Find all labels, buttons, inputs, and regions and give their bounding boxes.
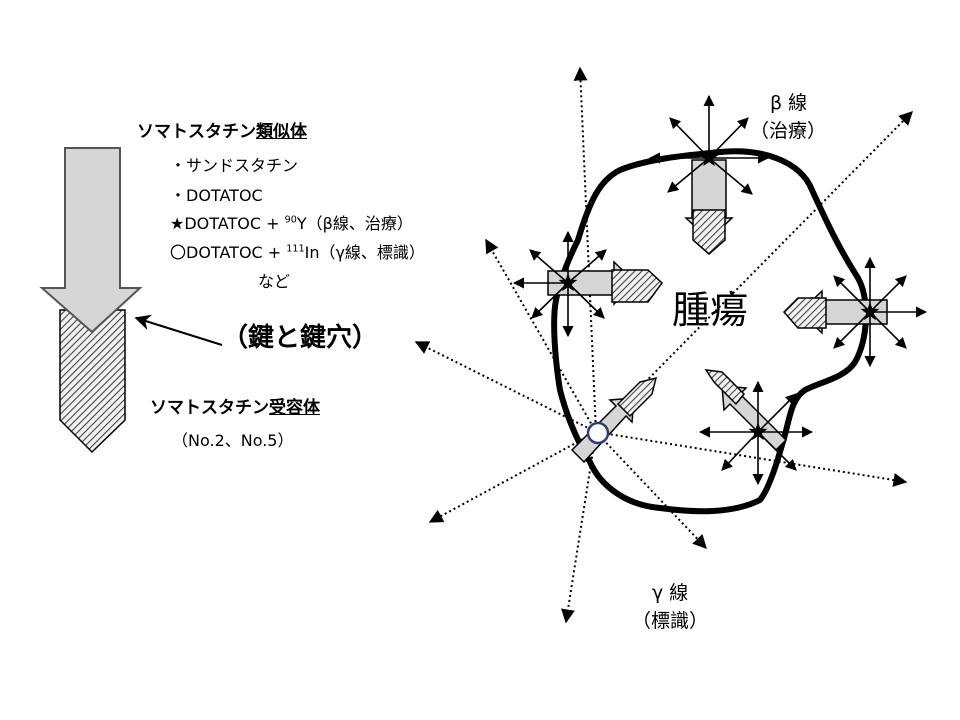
left-star-cluster [512, 230, 664, 338]
gamma-ray-purpose: （標識） [632, 610, 709, 632]
isotope-symbol: In [304, 243, 320, 262]
circle-marker: 〇 [170, 243, 187, 262]
item-note: （γ線、標識） [319, 243, 425, 262]
isotope-mass: 111 [286, 243, 305, 255]
receptor-title-part: ソマトスタチン [150, 398, 269, 418]
gamma-ray-label: γ 線 [652, 582, 689, 604]
star-marker: ★ [170, 214, 185, 233]
radiation-rays [414, 66, 913, 624]
list-item: ・サンドスタチン [170, 156, 298, 175]
beta-ray-purpose: （治療） [750, 120, 827, 142]
etc-label: など [258, 272, 291, 291]
item-name: DOTATOC + [186, 243, 287, 262]
isotope-mass: 90 [284, 214, 297, 226]
top-star-cluster [648, 94, 770, 255]
item-name: DOTATOC [186, 186, 263, 205]
bottom-right-star-cluster [698, 369, 814, 486]
circle-marker-cluster [570, 376, 658, 464]
item-name: サンドスタチン [186, 156, 299, 175]
right-star-cluster [782, 256, 928, 368]
item-name: DOTATOC + [184, 214, 285, 233]
analog-arrow [39, 147, 143, 334]
list-item: 〇DOTATOC + 111In（γ線、標識） [170, 243, 425, 262]
receptor-subtypes: （No.2、No.5） [172, 431, 294, 450]
list-item: ・DOTATOC [170, 186, 263, 205]
tumor-label: 腫瘍 [672, 288, 749, 332]
analog-title-part: ソマトスタチン [137, 122, 256, 142]
analog-title: ソマトスタチン類似体 [137, 122, 307, 142]
bullet-marker: ・ [170, 156, 187, 175]
list-item: ★DOTATOC + 90Y（β線、治療） [170, 214, 413, 233]
receptor-title-underlined: 受容体 [269, 398, 320, 418]
isotope-symbol: Y [296, 214, 307, 233]
bullet-marker: ・ [170, 186, 187, 205]
receptor-title: ソマトスタチン受容体 [150, 398, 320, 418]
key-pointer-arrow [134, 314, 223, 346]
beta-ray-label: β 線 [770, 92, 808, 114]
analog-title-underlined: 類似体 [256, 122, 307, 142]
key-lock-label: （鍵と鍵穴） [222, 323, 379, 353]
item-note: （β線、治療） [306, 214, 413, 233]
